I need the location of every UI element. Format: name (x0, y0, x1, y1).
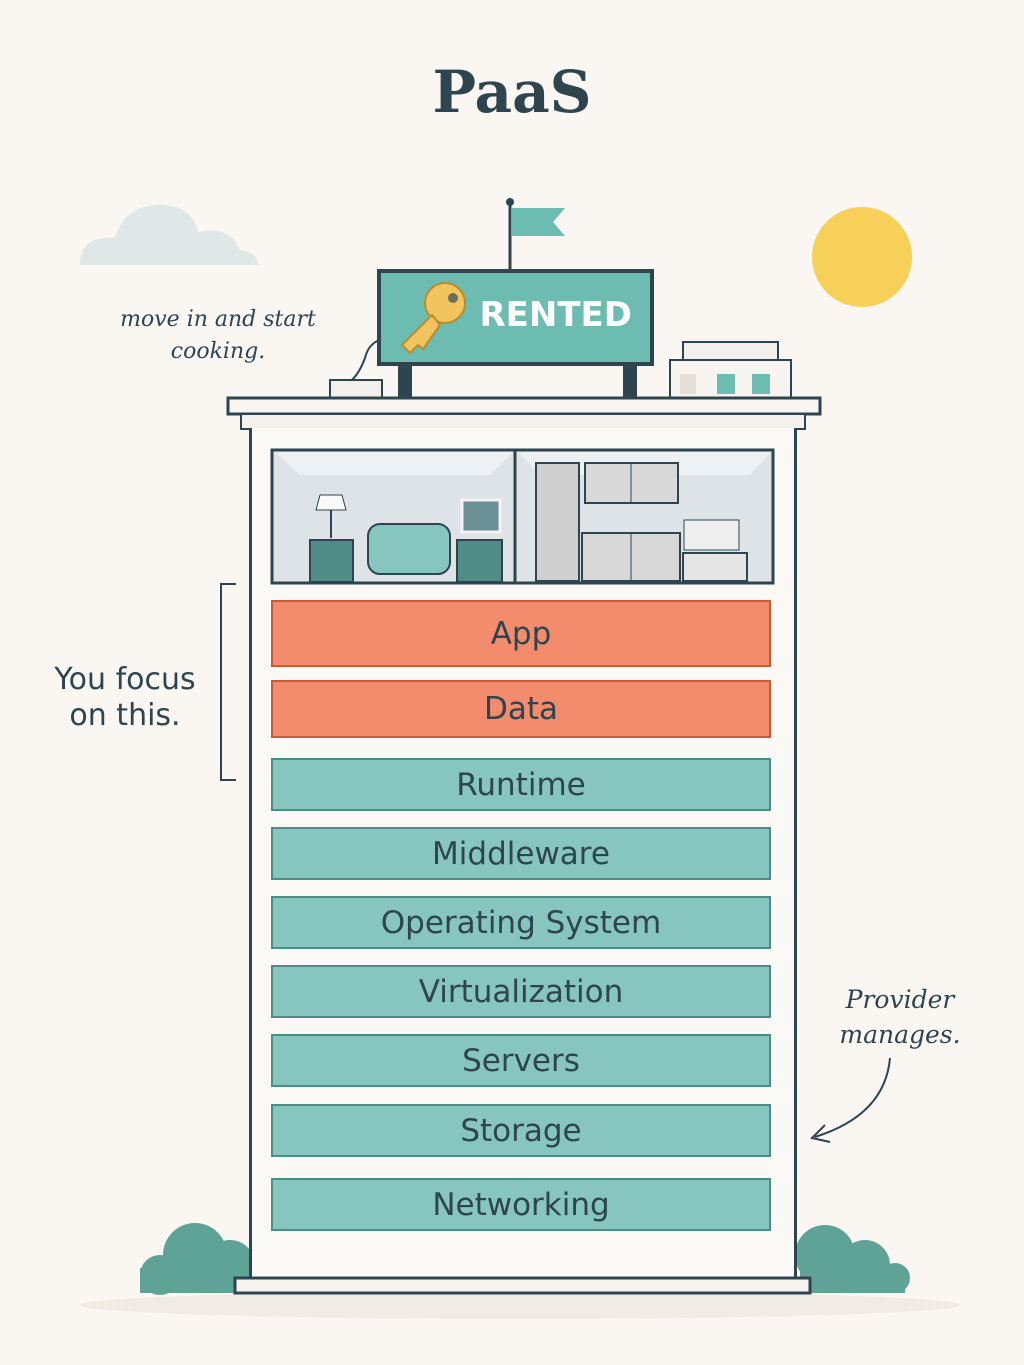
living-room-furniture (309, 494, 503, 583)
flag-icon (506, 198, 565, 272)
bush-right-icon (795, 1225, 910, 1293)
layer-servers: Servers (271, 1034, 771, 1087)
kitchen-furniture (535, 462, 748, 582)
note-provider-manages: Provider manages. (839, 985, 961, 1049)
building-base (233, 1276, 812, 1295)
bush-left-icon (140, 1223, 255, 1295)
note-you-focus: You focus on this. (54, 662, 196, 733)
layer-operating-system: Operating System (271, 896, 771, 949)
layer-app: App (271, 600, 771, 667)
page-title: PaaS (432, 58, 592, 126)
layer-middleware: Middleware (271, 827, 771, 880)
layer-storage: Storage (271, 1104, 771, 1157)
focus-bracket (220, 583, 236, 781)
layer-virtualization: Virtualization (271, 965, 771, 1018)
key-icon (400, 282, 466, 355)
rented-sign-label: RENTED (479, 295, 632, 335)
note-move-in: move in and start cooking. (120, 307, 316, 364)
layer-data: Data (271, 680, 771, 738)
ground-shadow (80, 1291, 960, 1319)
cloud-icon (80, 205, 258, 265)
layer-networking: Networking (271, 1178, 771, 1231)
arrow-icon (814, 1057, 891, 1138)
sun-icon (812, 207, 912, 307)
layer-runtime: Runtime (271, 758, 771, 811)
